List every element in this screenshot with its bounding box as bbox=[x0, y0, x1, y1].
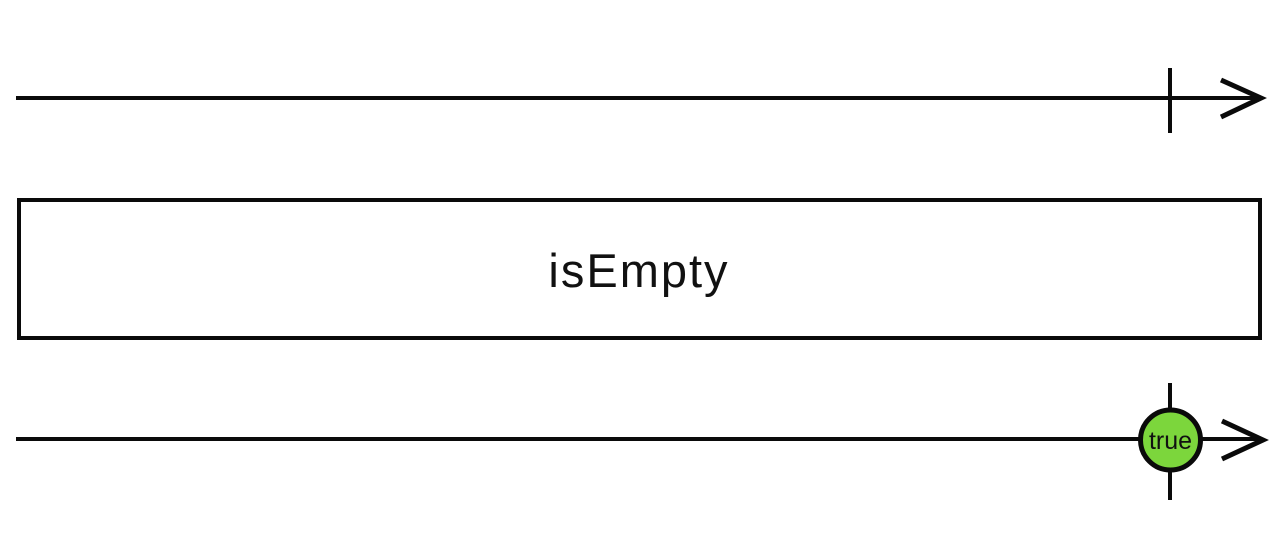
source-timeline bbox=[16, 68, 1267, 133]
marble-label: true bbox=[1149, 427, 1192, 455]
result-arrowhead-icon bbox=[1220, 418, 1269, 462]
result-timeline: true bbox=[16, 383, 1269, 500]
source-arrowhead-icon bbox=[1219, 77, 1267, 120]
result-marble-true: true bbox=[1138, 407, 1203, 473]
operator-label: isEmpty bbox=[548, 244, 729, 297]
operator-box: isEmpty bbox=[17, 198, 1262, 340]
operator-rect bbox=[17, 198, 1262, 340]
marble-circle bbox=[1138, 407, 1203, 473]
